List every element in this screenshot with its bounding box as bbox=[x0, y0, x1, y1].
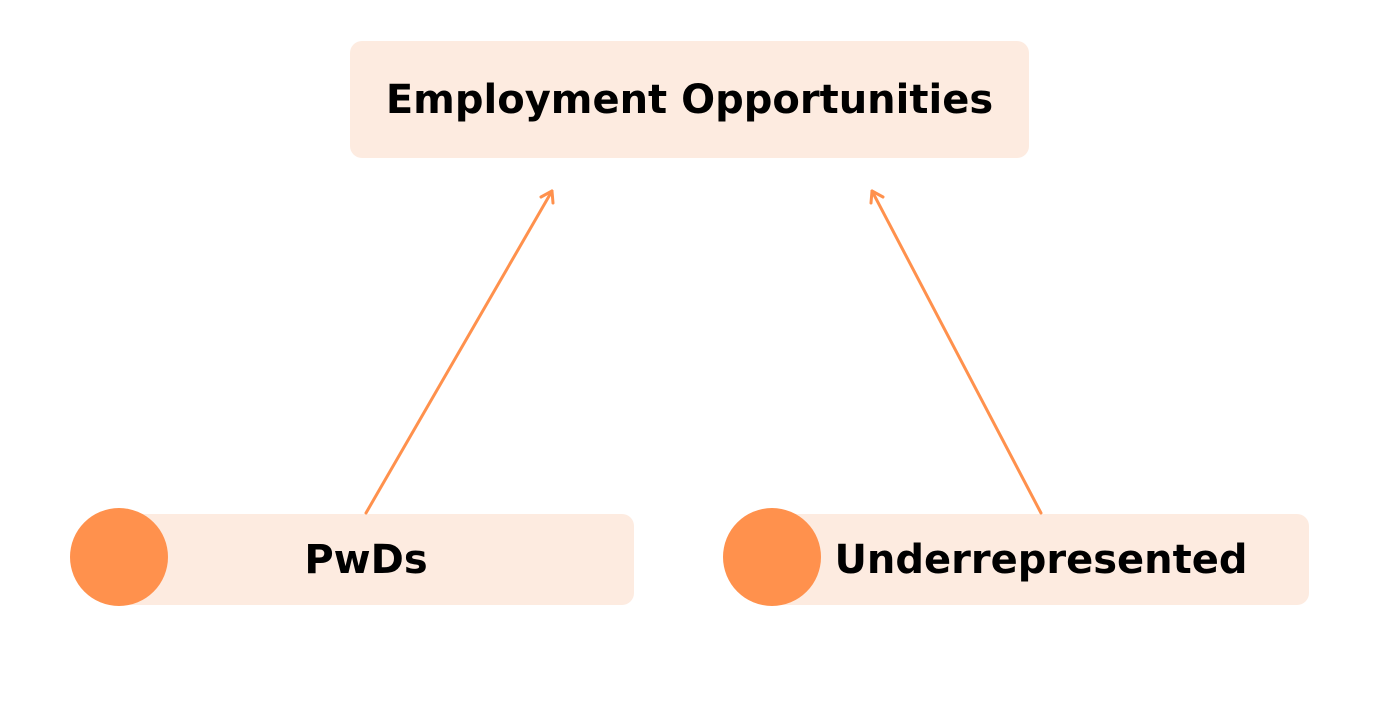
employment-opportunities-label: Employment Opportunities bbox=[385, 76, 994, 123]
arrow-pwds-to-employment bbox=[364, 189, 555, 515]
underrepresented-circle-icon bbox=[723, 508, 821, 606]
pwds-label: PwDs bbox=[304, 536, 428, 583]
employment-opportunities-node: Employment Opportunities bbox=[350, 41, 1029, 158]
arrow-underrepresented-to-employment bbox=[869, 189, 1043, 515]
underrepresented-node: Underrepresented bbox=[772, 514, 1309, 605]
underrepresented-label: Underrepresented bbox=[834, 536, 1248, 583]
pwds-circle-icon bbox=[70, 508, 168, 606]
pwds-node: PwDs bbox=[120, 514, 634, 605]
